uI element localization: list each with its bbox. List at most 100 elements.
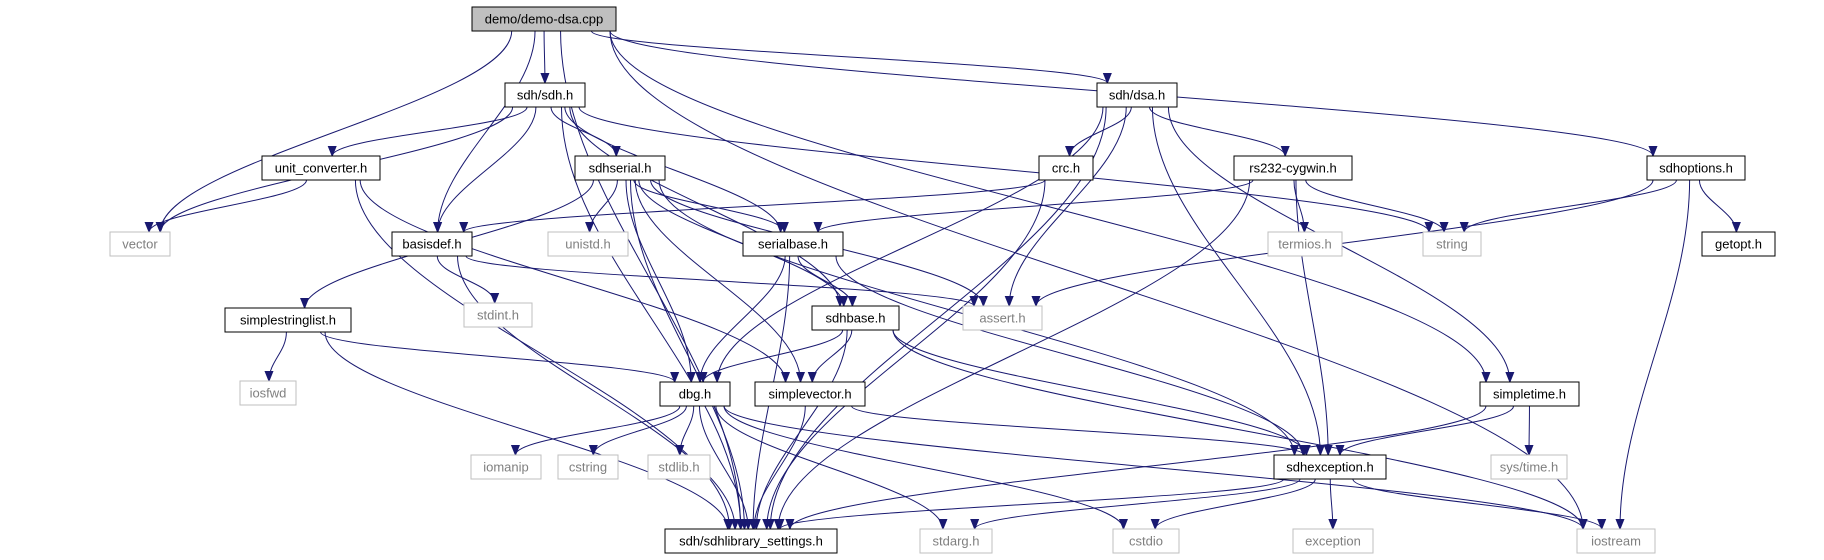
node-sdh-dsa-h[interactable]: sdh/dsa.h xyxy=(1096,82,1178,108)
node-box-iomanip xyxy=(470,454,542,480)
edge-simplestringlist-to-iosfwd xyxy=(269,331,287,381)
edge-dsa_h-to-rs232 xyxy=(1148,106,1285,157)
edge-dbg-to-cstdio xyxy=(723,405,1123,530)
edge-demo_dsa-to-simpletime xyxy=(609,30,1486,382)
node-label-sdhserial-h: sdhserial.h xyxy=(589,161,652,176)
edge-serialbase-to-dbg xyxy=(700,255,786,382)
edge-basisdef-to-assert xyxy=(465,255,974,307)
node-sdhserial-h[interactable]: sdhserial.h xyxy=(574,155,666,181)
node-unit-converter-h[interactable]: unit_converter.h xyxy=(261,155,381,181)
node-box-sdh-dsa-h xyxy=(1096,82,1178,108)
edge-sdhserial-to-settings xyxy=(629,179,744,529)
edge-unit_converter-to-simplevector xyxy=(359,179,785,382)
node-sys-time-h: sys/time.h xyxy=(1490,454,1568,480)
node-sdh-sdh-h[interactable]: sdh/sdh.h xyxy=(504,82,586,108)
node-box-sdhbase-h xyxy=(811,305,900,331)
node-label-unistd-h: unistd.h xyxy=(565,237,611,252)
node-label-serialbase-h: serialbase.h xyxy=(758,237,828,252)
node-crc-h[interactable]: crc.h xyxy=(1038,155,1094,181)
node-termios-h: termios.h xyxy=(1267,231,1343,257)
node-label-dbg-h: dbg.h xyxy=(679,387,712,402)
edge-dsa_h-to-dbg xyxy=(717,106,1104,382)
node-box-cstring xyxy=(557,454,619,480)
node-simplevector-h[interactable]: simplevector.h xyxy=(754,381,866,407)
edge-dsa_h-to-assert xyxy=(1009,106,1127,306)
edge-sdhoptions-to-getopt xyxy=(1698,179,1736,233)
node-label-sdhexception-h: sdhexception.h xyxy=(1286,460,1373,475)
node-serialbase-h[interactable]: serialbase.h xyxy=(742,231,844,257)
node-demo-demo-dsa-cpp[interactable]: demo/demo-dsa.cpp xyxy=(471,6,617,32)
node-label-unit-converter-h: unit_converter.h xyxy=(275,161,368,176)
edges-layer xyxy=(149,30,1736,530)
node-stdarg-h: stdarg.h xyxy=(919,528,993,554)
edge-simpletime-to-settings xyxy=(790,405,1487,530)
edge-sdh_h-to-basisdef xyxy=(438,106,537,232)
node-sdh-sdhlibrary-settings-h[interactable]: sdh/sdhlibrary_settings.h xyxy=(664,528,838,554)
node-box-sys-time-h xyxy=(1490,454,1568,480)
edge-demo_dsa-to-vector xyxy=(160,30,513,232)
node-label-demo-demo-dsa-cpp: demo/demo-dsa.cpp xyxy=(485,12,604,27)
edge-basisdef-to-settings xyxy=(457,255,736,529)
nodes-layer: demo/demo-dsa.cpp sdh/sdh.h sdh/dsa.h unit_… xyxy=(109,6,1776,554)
node-box-unistd-h xyxy=(547,231,629,257)
node-box-termios-h xyxy=(1267,231,1343,257)
node-label-getopt-h: getopt.h xyxy=(1715,237,1762,252)
edge-dbg-to-stdarg xyxy=(715,405,943,529)
node-label-sdhoptions-h: sdhoptions.h xyxy=(1659,161,1733,176)
node-label-stdint-h: stdint.h xyxy=(477,308,519,323)
node-cstring: cstring xyxy=(557,454,619,480)
edge-demo_dsa-to-basisdef xyxy=(438,30,536,232)
node-sdhbase-h[interactable]: sdhbase.h xyxy=(811,305,900,331)
edge-dsa_h-to-crc xyxy=(1070,106,1132,157)
edge-simplevector-to-settings xyxy=(754,405,806,529)
node-label-iomanip: iomanip xyxy=(483,460,529,475)
node-cstdio: cstdio xyxy=(1112,528,1180,554)
node-label-assert-h: assert.h xyxy=(979,311,1025,326)
node-label-string: string xyxy=(1436,237,1468,252)
node-sdhexception-h[interactable]: sdhexception.h xyxy=(1273,454,1387,480)
node-iosfwd: iosfwd xyxy=(239,380,297,406)
edge-rs232-to-string xyxy=(1305,179,1444,233)
node-label-termios-h: termios.h xyxy=(1278,237,1331,252)
edge-sdhexception-to-stdarg xyxy=(975,478,1301,530)
edge-serialbase-to-sdhexception xyxy=(835,255,1303,455)
node-dbg-h[interactable]: dbg.h xyxy=(659,381,731,407)
node-box-rs232-cygwin-h xyxy=(1233,155,1353,181)
node-getopt-h[interactable]: getopt.h xyxy=(1701,231,1776,257)
edge-simpletime-to-sdhexception xyxy=(1340,405,1515,456)
node-label-sys-time-h: sys/time.h xyxy=(1500,460,1559,475)
edge-rs232-to-sdhexception xyxy=(1295,179,1328,455)
node-string: string xyxy=(1422,231,1482,257)
node-basisdef-h[interactable]: basisdef.h xyxy=(391,231,473,257)
node-label-sdh-dsa-h: sdh/dsa.h xyxy=(1109,88,1165,103)
node-box-stdlib-h xyxy=(647,454,711,480)
edge-sdh_h-to-string xyxy=(578,106,1429,233)
edge-sdhbase-to-dbg xyxy=(703,329,844,383)
node-label-simplestringlist-h: simplestringlist.h xyxy=(240,313,336,328)
node-label-stdlib-h: stdlib.h xyxy=(658,460,699,475)
node-box-stdarg-h xyxy=(919,528,993,554)
node-label-iosfwd: iosfwd xyxy=(250,386,287,401)
node-box-vector xyxy=(109,231,171,257)
edge-sdhbase-to-iostream xyxy=(892,329,1583,529)
node-simpletime-h[interactable]: simpletime.h xyxy=(1479,381,1580,407)
node-rs232-cygwin-h[interactable]: rs232-cygwin.h xyxy=(1233,155,1353,181)
edge-sdhoptions-to-assert xyxy=(1036,179,1654,307)
edge-crc-to-settings xyxy=(767,179,1046,529)
node-simplestringlist-h[interactable]: simplestringlist.h xyxy=(224,307,352,333)
node-label-sdh-sdh-h: sdh/sdh.h xyxy=(517,88,573,103)
edge-simplestringlist-to-settings xyxy=(324,331,728,529)
edge-dbg-to-iostream xyxy=(723,405,1583,530)
edge-sdhexception-to-cstdio xyxy=(1155,478,1316,530)
node-box-string xyxy=(1422,231,1482,257)
edge-sdhbase-to-sdhexception xyxy=(892,329,1306,456)
node-box-exception xyxy=(1292,528,1374,554)
edge-rs232-to-serialbase xyxy=(818,179,1254,233)
node-box-unit-converter-h xyxy=(261,155,381,181)
edge-sdhserial-to-unistd xyxy=(590,179,618,233)
node-sdhoptions-h[interactable]: sdhoptions.h xyxy=(1646,155,1746,181)
edge-crc-to-basisdef xyxy=(464,179,1046,233)
node-box-getopt-h xyxy=(1701,231,1776,257)
node-label-simpletime-h: simpletime.h xyxy=(1493,387,1566,402)
node-label-cstring: cstring xyxy=(569,460,607,475)
